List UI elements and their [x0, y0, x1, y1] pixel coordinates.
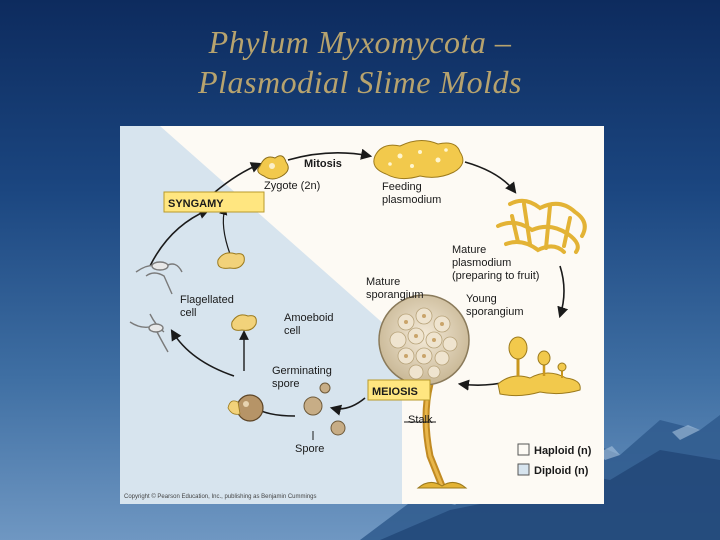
syngamy-box [163, 191, 265, 213]
mitosis-label: Mitosis [304, 158, 342, 170]
zygote-cell [257, 155, 289, 180]
feeding-plasmodium [373, 140, 464, 180]
zygote-label: Zygote (2n) [264, 180, 320, 192]
germinating-label-2: spore [272, 378, 300, 390]
young-sporangium-label-2: sporangium [466, 306, 523, 318]
legend-diploid-swatch [517, 463, 530, 476]
copyright-notice: Copyright © Pearson Education, Inc., pub… [124, 493, 317, 500]
slide-title: Phylum Myxomycota – Plasmodial Slime Mol… [0, 22, 720, 102]
mature-plasmodium-label-1: Mature [452, 244, 486, 256]
arrow-feeding-to-mature [464, 161, 517, 194]
mature-plasmodium [496, 198, 587, 254]
mature-sporangium [378, 294, 470, 489]
mature-plasmodium-label-3: (preparing to fruit) [452, 270, 539, 282]
diploid-region [120, 126, 402, 504]
slide-title-line-1: Phylum Myxomycota – [208, 24, 512, 60]
legend-haploid-label: Haploid (n) [534, 445, 592, 457]
flagellated-label-1: Flagellated [180, 294, 234, 306]
meiosis-box [367, 379, 431, 401]
slide-title-line-2: Plasmodial Slime Molds [198, 64, 522, 100]
flagellated-label-2: cell [180, 307, 197, 319]
germinating-label-1: Germinating [272, 365, 332, 377]
life-cycle-figure: SYNGAMY MEIOSIS Mitosis Zygote (2n) Feed… [120, 126, 604, 504]
stalk-label: Stalk [408, 414, 433, 426]
arrow-mature-to-young [557, 265, 569, 319]
mature-sporangium-label-2: sporangium [366, 289, 423, 301]
mature-plasmodium-label-2: plasmodium [452, 257, 511, 269]
feeding-label-1: Feeding [382, 181, 422, 193]
life-cycle-diagram: SYNGAMY MEIOSIS Mitosis Zygote (2n) Feed… [120, 126, 592, 504]
legend-diploid-label: Diploid (n) [534, 465, 589, 477]
amoeboid-cells [217, 252, 257, 331]
meiosis-label: MEIOSIS [372, 386, 418, 398]
legend: Haploid (n) Diploid (n) [517, 443, 592, 477]
legend-haploid-swatch [517, 443, 530, 456]
arrow-meiosis-to-spore [329, 397, 366, 416]
young-sporangium-label-1: Young [466, 293, 497, 305]
young-sporangium [497, 336, 581, 397]
spore-label: Spore [295, 443, 324, 455]
amoeboid-label-2: cell [284, 325, 301, 337]
arrow-germinating-to-cells [170, 329, 235, 377]
germinating-spore [227, 394, 264, 422]
flagellated-cells [129, 261, 183, 353]
feeding-label-2: plasmodium [382, 194, 441, 206]
arrow-mitosis [287, 148, 373, 161]
arrow-cells-to-syngamy [149, 208, 211, 267]
spores [303, 382, 346, 436]
amoeboid-label-1: Amoeboid [284, 312, 334, 324]
syngamy-label: SYNGAMY [168, 198, 224, 210]
mature-sporangium-label-1: Mature [366, 276, 400, 288]
